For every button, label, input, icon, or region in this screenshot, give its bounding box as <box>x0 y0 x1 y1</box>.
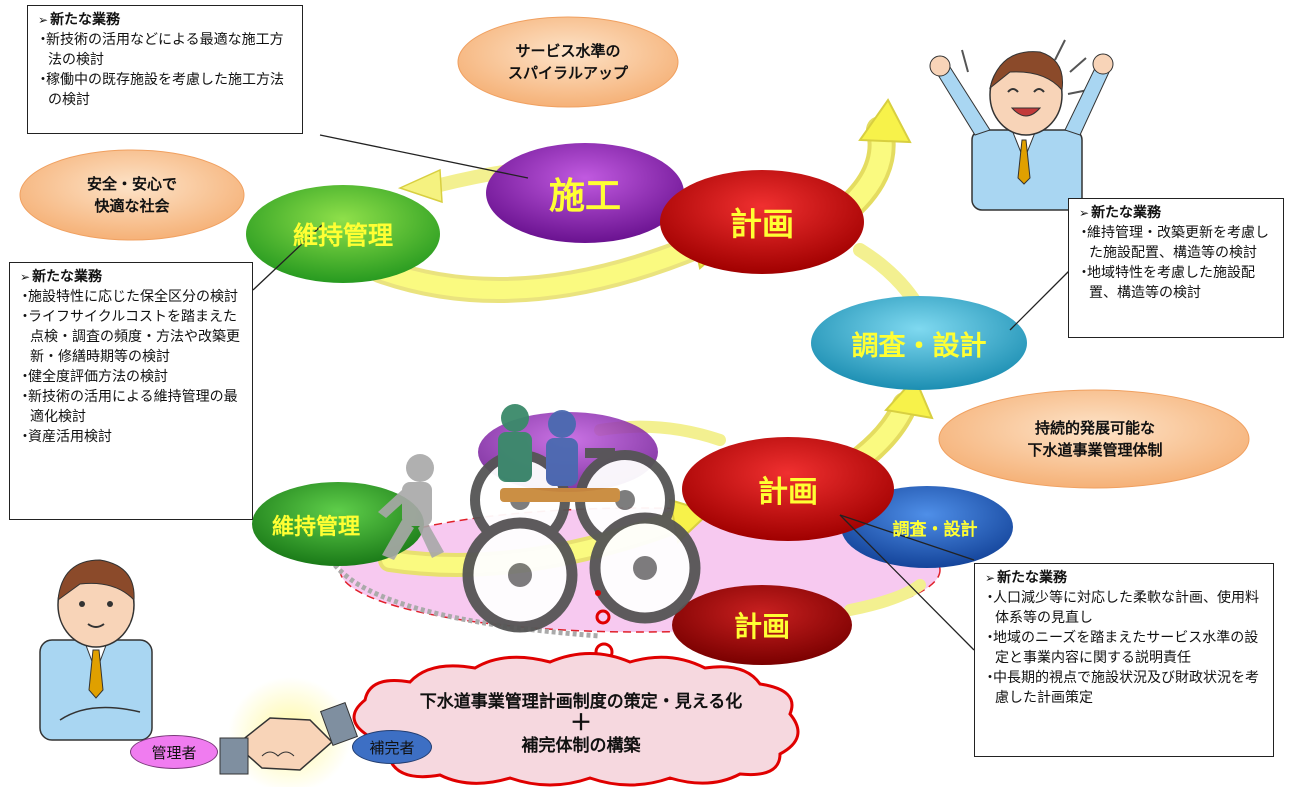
callout-item: 人口減少等に対応した柔軟な計画、使用料体系等の見直し <box>985 588 1267 628</box>
callout-item: 地域のニーズを踏まえたサービス水準の設定と事業内容に関する説明責任 <box>985 628 1267 668</box>
maintenance-oval-shape <box>246 185 440 283</box>
cloud-plus: ＋ <box>569 711 592 736</box>
lower-maintenance-oval[interactable]: 維持管理 <box>272 515 361 540</box>
cloud-text: 下水道事業管理計画制度の策定・見える化 ＋ 補完体制の構築 <box>372 690 790 758</box>
bottom-plan-oval[interactable]: 計画 <box>733 610 790 643</box>
handshake-illustration <box>219 701 359 775</box>
callout-heading: 新たな業務 <box>985 568 1267 588</box>
callout-survey: 新たな業務 維持管理・改築更新を考慮した施設配置、構造等の検討 地域特性を考慮し… <box>1068 198 1284 338</box>
supplement-badge: 補完者 <box>352 730 432 764</box>
plan-oval-shape <box>660 170 864 274</box>
callout-item: 地域特性を考慮した施設配置、構造等の検討 <box>1079 263 1277 303</box>
survey-oval-shape <box>811 296 1027 390</box>
goal-sustainable: 持続的発展可能な下水道事業管理体制 <box>1027 419 1163 459</box>
callout-item: 資産活用検討 <box>20 427 246 447</box>
callout-heading: 新たな業務 <box>20 267 246 287</box>
callout-heading: 新たな業務 <box>1079 203 1277 223</box>
gray-runner-illustration <box>378 454 444 560</box>
callout-construction: 新たな業務 新技術の活用などによる最適な施工方法の検討 稼働中の既存施設を考慮し… <box>27 5 303 134</box>
callout-item: 健全度評価方法の検討 <box>20 367 246 387</box>
callout-maintenance: 新たな業務 施設特性に応じた保全区分の検討 ライフサイクルコストを踏まえた点検・… <box>9 262 253 520</box>
lower-plan-oval[interactable]: 計画 <box>758 475 818 510</box>
callout-item: 維持管理・改築更新を考慮した施設配置、構造等の検討 <box>1079 223 1277 263</box>
construction-oval[interactable]: 施工 <box>548 176 621 217</box>
lower-survey-design-oval[interactable]: 調査・設計 <box>892 519 978 540</box>
cloud-shape <box>352 652 800 787</box>
callout-item: 稼働中の既存施設を考慮した施工方法の検討 <box>38 70 296 110</box>
callout-item: ライフサイクルコストを踏まえた点検・調査の頻度・方法や改築更新・修繕時期等の検討 <box>20 307 246 367</box>
goal-safe-society: 安全・安心で快適な社会 <box>86 175 177 215</box>
manager-badge: 管理者 <box>130 735 218 769</box>
goal-spiral-up: サービス水準のスパイラルアップ <box>507 42 628 82</box>
cloud-line2: 補完体制の構築 <box>521 736 641 756</box>
plan-oval[interactable]: 計画 <box>729 205 794 243</box>
callout-heading: 新たな業務 <box>38 10 296 30</box>
maintenance-oval[interactable]: 維持管理 <box>292 221 393 250</box>
cloud-line1: 下水道事業管理計画制度の策定・見える化 <box>419 692 743 712</box>
construction-oval-shape <box>486 143 684 243</box>
callout-item: 新技術の活用などによる最適な施工方法の検討 <box>38 30 296 70</box>
callout-item: 新技術の活用による維持管理の最適化検討 <box>20 387 246 427</box>
survey-design-oval[interactable]: 調査・設計 <box>851 330 987 362</box>
cheering-person-illustration <box>929 39 1114 211</box>
callout-item: 中長期的視点で施設状況及び財政状況を考慮した計画策定 <box>985 668 1267 708</box>
callout-item: 施設特性に応じた保全区分の検討 <box>20 287 246 307</box>
person-illustration <box>39 559 153 741</box>
robot-bike-illustration <box>462 404 701 633</box>
callout-plan: 新たな業務 人口減少等に対応した柔軟な計画、使用料体系等の見直し 地域のニーズを… <box>974 563 1274 757</box>
